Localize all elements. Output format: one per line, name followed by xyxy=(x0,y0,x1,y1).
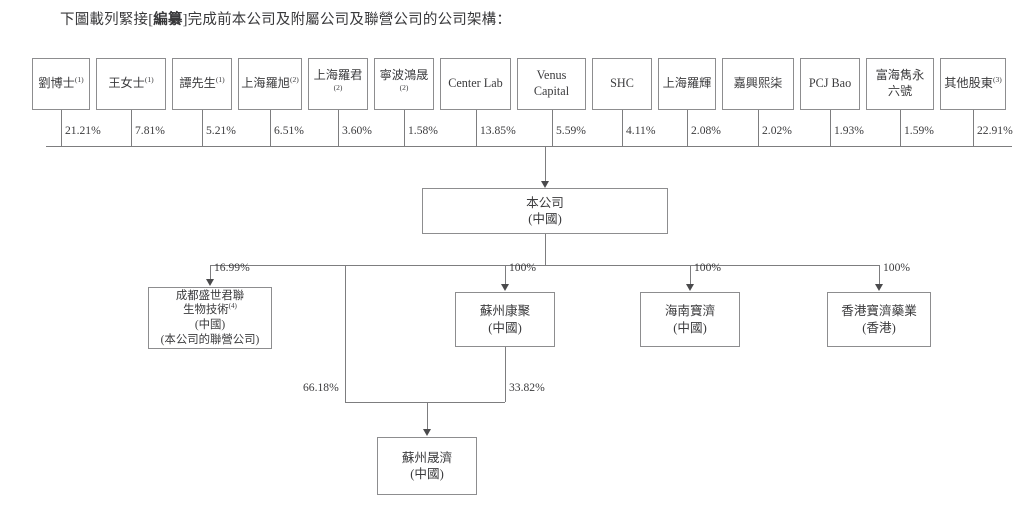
shareholder-percentage-12: 1.93% xyxy=(834,124,864,137)
subsidiary-box-4-label: 香港寶濟藥業(香港) xyxy=(841,304,917,335)
shareholder-drop-line-3 xyxy=(202,110,203,146)
shareholder-percentage-6: 1.58% xyxy=(408,124,438,137)
shareholder-drop-line-4 xyxy=(270,110,271,146)
shareholder-percentage-9: 4.11% xyxy=(626,124,656,137)
shareholder-drop-line-5 xyxy=(338,110,339,146)
shareholder-drop-line-10 xyxy=(687,110,688,146)
subsidiary-drop-line-2 xyxy=(505,265,506,285)
shareholder-box-6: 寧波鴻晟(2) xyxy=(374,58,434,110)
shareholder-bus-line xyxy=(46,146,1012,147)
bottom-join-bus-line xyxy=(345,402,505,403)
subsidiary-box-2: 蘇州康聚(中國) xyxy=(455,292,555,347)
shareholder-drop-line-7 xyxy=(476,110,477,146)
bottom-right-branch-line xyxy=(505,347,506,402)
shareholder-box-5-label: 上海羅君(2) xyxy=(313,68,363,92)
shareholder-box-12: PCJ Bao xyxy=(800,58,860,110)
shareholder-drop-line-8 xyxy=(552,110,553,146)
shareholder-box-9: SHC xyxy=(592,58,652,110)
heading-text-after: ]完成前本公司及附屬公司及聯營公司的公司架構： xyxy=(182,12,512,28)
shareholder-box-1-label: 劉博士(1) xyxy=(38,75,84,91)
shareholder-percentage-14: 22.91% xyxy=(977,124,1013,137)
shareholder-drop-line-11 xyxy=(758,110,759,146)
shareholder-box-6-label: 寧波鴻晟(2) xyxy=(379,68,429,92)
bottom-entity-box: 蘇州晟濟(中國) xyxy=(377,437,477,495)
shareholder-box-11-label: 嘉興熙柒 xyxy=(733,76,783,91)
company-box-label: 本公司(中國) xyxy=(526,195,564,226)
shareholder-percentage-3: 5.21% xyxy=(206,124,236,137)
shareholder-drop-line-9 xyxy=(622,110,623,146)
shareholder-box-4: 上海羅旭(2) xyxy=(238,58,302,110)
shareholder-box-1: 劉博士(1) xyxy=(32,58,90,110)
subsidiary-box-2-label: 蘇州康聚(中國) xyxy=(479,304,531,335)
heading-text-bold: 編纂 xyxy=(153,12,183,28)
subsidiary-feed-line xyxy=(545,234,546,265)
shareholder-box-2: 王女士(1) xyxy=(96,58,166,110)
shareholder-box-9-label: SHC xyxy=(610,76,634,91)
company-feed-line xyxy=(545,146,546,182)
shareholder-box-14: 其他股東(3) xyxy=(940,58,1006,110)
shareholder-box-12-label: PCJ Bao xyxy=(808,76,852,91)
bottom-entity-box-label: 蘇州晟濟(中國) xyxy=(401,450,453,481)
shareholder-drop-line-1 xyxy=(61,110,62,146)
shareholder-percentage-2: 7.81% xyxy=(135,124,165,137)
shareholder-box-7-label: Center Lab xyxy=(448,76,503,91)
company-feed-arrow xyxy=(541,181,549,188)
subsidiary-percentage-3: 100% xyxy=(694,261,722,274)
shareholder-percentage-7: 13.85% xyxy=(480,124,516,137)
company-box: 本公司(中國) xyxy=(422,188,668,234)
shareholder-box-3-label: 譚先生(1) xyxy=(179,75,225,91)
subsidiary-percentage-4: 100% xyxy=(883,261,911,274)
shareholder-box-13-label: 富海雋永六號 xyxy=(875,68,925,98)
bottom-right-percentage: 33.82% xyxy=(509,381,545,394)
shareholder-percentage-11: 2.02% xyxy=(762,124,792,137)
shareholder-drop-line-14 xyxy=(973,110,974,146)
shareholder-drop-line-12 xyxy=(830,110,831,146)
subsidiary-bus-line xyxy=(210,265,879,266)
shareholder-box-10-label: 上海羅輝 xyxy=(662,76,712,91)
subsidiary-percentage-2: 100% xyxy=(509,261,537,274)
subsidiary-box-4: 香港寶濟藥業(香港) xyxy=(827,292,931,347)
bottom-left-branch-line xyxy=(345,265,346,402)
shareholder-percentage-5: 3.60% xyxy=(342,124,372,137)
shareholder-box-7: Center Lab xyxy=(440,58,511,110)
subsidiary-drop-line-1 xyxy=(210,265,211,280)
shareholder-box-14-label: 其他股東(3) xyxy=(944,75,1002,91)
subsidiary-drop-line-3 xyxy=(690,265,691,285)
shareholder-percentage-1: 21.21% xyxy=(65,124,101,137)
page-title: 下圖載列緊接[編纂]完成前本公司及附屬公司及聯營公司的公司架構： xyxy=(60,8,511,29)
shareholder-box-13: 富海雋永六號 xyxy=(866,58,934,110)
bottom-feed-arrow xyxy=(423,429,431,436)
shareholder-percentage-8: 5.59% xyxy=(556,124,586,137)
subsidiary-arrow-4 xyxy=(875,284,883,291)
subsidiary-box-1-label: 成都盛世君聯生物技術(4)(中國)(本公司的聯營公司) xyxy=(160,289,260,346)
shareholder-drop-line-6 xyxy=(404,110,405,146)
shareholder-box-5: 上海羅君(2) xyxy=(308,58,368,110)
shareholder-percentage-10: 2.08% xyxy=(691,124,721,137)
shareholder-box-10: 上海羅輝 xyxy=(658,58,716,110)
shareholder-drop-line-13 xyxy=(900,110,901,146)
bottom-left-percentage: 66.18% xyxy=(303,381,339,394)
subsidiary-drop-line-4 xyxy=(879,265,880,285)
subsidiary-arrow-2 xyxy=(501,284,509,291)
heading-text-before: 下圖載列緊接[ xyxy=(60,12,154,28)
shareholder-percentage-4: 6.51% xyxy=(274,124,304,137)
subsidiary-box-3-label: 海南寶濟(中國) xyxy=(664,304,716,335)
shareholder-box-3: 譚先生(1) xyxy=(172,58,232,110)
shareholder-box-2-label: 王女士(1) xyxy=(108,75,154,91)
shareholder-drop-line-2 xyxy=(131,110,132,146)
shareholder-box-11: 嘉興熙柒 xyxy=(722,58,794,110)
subsidiary-arrow-3 xyxy=(686,284,694,291)
subsidiary-box-3: 海南寶濟(中國) xyxy=(640,292,740,347)
subsidiary-box-1: 成都盛世君聯生物技術(4)(中國)(本公司的聯營公司) xyxy=(148,287,272,349)
shareholder-percentage-13: 1.59% xyxy=(904,124,934,137)
subsidiary-arrow-1 xyxy=(206,279,214,286)
bottom-feed-line xyxy=(427,402,428,430)
subsidiary-percentage-1: 16.99% xyxy=(214,261,250,274)
shareholder-box-4-label: 上海羅旭(2) xyxy=(241,75,299,91)
